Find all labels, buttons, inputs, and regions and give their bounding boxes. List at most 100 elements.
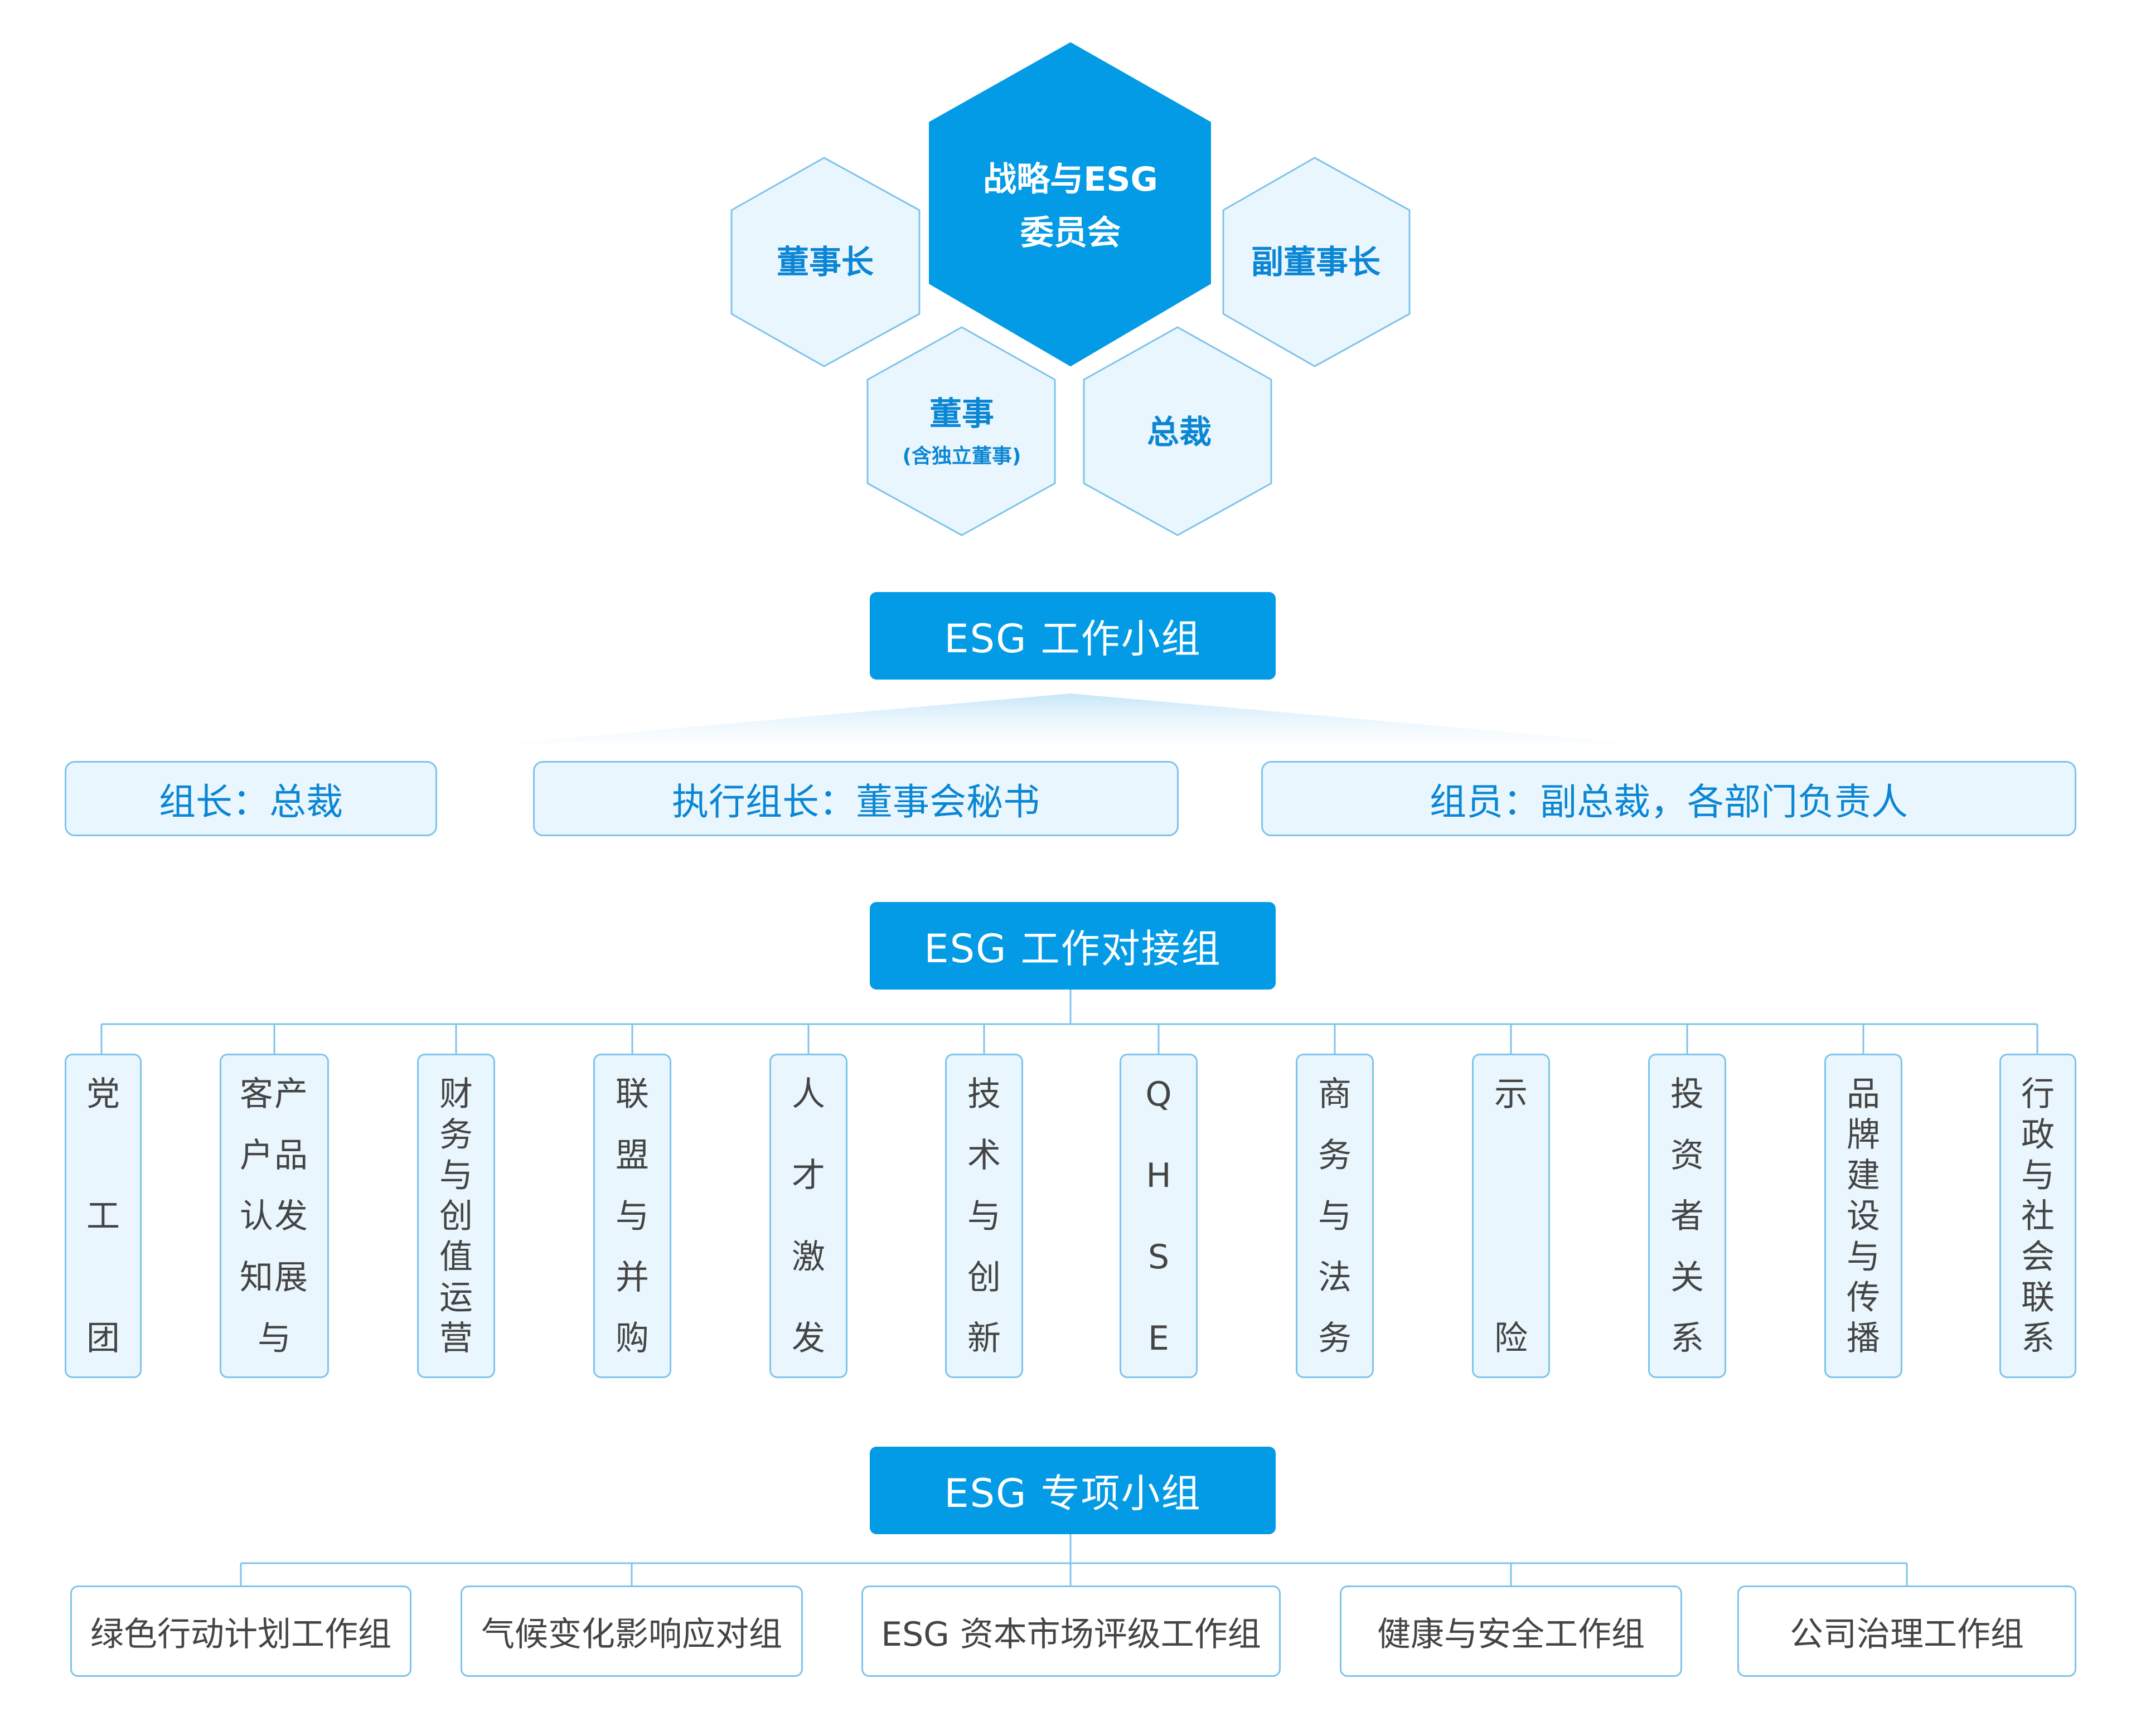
liaison-column-char: 户品 — [240, 1136, 309, 1175]
liaison-column-char: 与 — [616, 1197, 649, 1236]
liaison-column: 示险 — [1472, 1054, 1550, 1378]
liaison-column-char: 政 — [2021, 1116, 2055, 1155]
liaison-column-char: Q — [1145, 1075, 1172, 1114]
liaison-column-char: 值 — [439, 1238, 473, 1277]
liaison-column-char: 新 — [967, 1319, 1001, 1358]
liaison-column-char: 联 — [2021, 1278, 2055, 1317]
liaison-column-char: H — [1146, 1156, 1171, 1195]
hex-vice-chairman-shape — [1222, 157, 1411, 367]
liaison-column-char: 发 — [792, 1319, 825, 1358]
chairman-label: 董事长 — [776, 243, 874, 281]
role-leader: 组长：总裁 — [65, 761, 437, 836]
hex-president-shape — [1083, 326, 1272, 536]
liaison-column-char: 与 — [967, 1197, 1001, 1236]
liaison-column-char: 设 — [1847, 1197, 1880, 1236]
liaison-column-char: 行 — [2021, 1075, 2055, 1114]
liaison-column: 客产户品认发知展与 — [220, 1054, 329, 1378]
role-members: 组员：副总裁，各部门负责人 — [1261, 761, 2076, 836]
liaison-column-char: 务 — [1318, 1319, 1352, 1358]
liaison-column-char: E — [1148, 1319, 1169, 1358]
liaison-column-char: 才 — [792, 1156, 825, 1195]
liaison-column-char: 创 — [439, 1197, 473, 1236]
liaison-column-char: 传 — [1847, 1278, 1880, 1317]
liaison-column-char: 党 — [86, 1075, 120, 1114]
liaison-column: Q H S E — [1120, 1054, 1198, 1378]
liaison-column-char: 资 — [1670, 1136, 1704, 1175]
vice-chairman-hex: 副董事长 — [1227, 223, 1405, 301]
liaison-column-char: 团 — [86, 1319, 120, 1358]
liaison-column-char: 运 — [439, 1278, 473, 1317]
liaison-column-char: 法 — [1318, 1258, 1352, 1297]
role-executive-leader: 执行组长：董事会秘书 — [533, 761, 1179, 836]
liaison-column-char: 认发 — [240, 1197, 309, 1236]
liaison-column-char: 技 — [967, 1075, 1001, 1114]
liaison-column-char: 投 — [1670, 1075, 1704, 1114]
liaison-column-char: 示 — [1494, 1075, 1528, 1114]
special-group-title: ESG 专项小组 — [870, 1447, 1276, 1534]
committee-title-line1: 战略与ESG — [983, 160, 1158, 199]
liaison-column: 商务与法务 — [1296, 1054, 1374, 1378]
director-hex: 董事 (含独立董事) — [873, 390, 1051, 474]
liaison-column-char: 会 — [2021, 1238, 2055, 1277]
liaison-column-char: 购 — [616, 1319, 649, 1358]
special-item-capital-market: ESG 资本市场评级工作组 — [861, 1585, 1281, 1677]
president-label: 总裁 — [1146, 413, 1212, 451]
liaison-column-char: 并 — [616, 1258, 649, 1297]
liaison-column-char: 牌 — [1847, 1116, 1880, 1155]
hex-chairman-shape — [730, 157, 921, 367]
chairman-hex: 董事长 — [736, 223, 914, 301]
liaison-connectors — [100, 990, 2038, 1054]
liaison-column-char: 播 — [1847, 1319, 1880, 1358]
special-item-health-safety: 健康与安全工作组 — [1340, 1585, 1682, 1677]
liaison-column-char: 盟 — [616, 1136, 649, 1175]
president-hex: 总裁 — [1090, 393, 1268, 471]
special-item-governance: 公司治理工作组 — [1737, 1585, 2076, 1677]
special-item-green-action: 绿色行动计划工作组 — [70, 1585, 411, 1677]
liaison-column: 技术与创新 — [945, 1054, 1023, 1378]
liaison-column-char: 品 — [1847, 1075, 1880, 1114]
committee-title-line2: 委员会 — [1020, 214, 1121, 253]
liaison-column-char: 知展 — [240, 1258, 309, 1297]
liaison-column-char: 者 — [1670, 1197, 1704, 1236]
liaison-column-char: 建 — [1847, 1156, 1880, 1195]
liaison-column-char: 创 — [967, 1258, 1001, 1297]
hex-director-shape — [866, 326, 1056, 536]
committee-hex: 战略与ESG 委员会 — [937, 134, 1204, 279]
liaison-column-char: S — [1147, 1238, 1170, 1277]
hex-committee-shape — [929, 42, 1211, 366]
liaison-column: 财务与创值运营 — [417, 1054, 495, 1378]
liaison-column-char: 与 — [439, 1156, 473, 1195]
special-item-climate: 气候变化影响应对组 — [461, 1585, 803, 1677]
liaison-column: 品牌建设与传播 — [1824, 1054, 1902, 1378]
liaison-column-char: 与 — [1318, 1197, 1352, 1236]
liaison-column-char: 系 — [2021, 1319, 2055, 1358]
liaison-column: 行政与社会联系 — [1999, 1054, 2076, 1378]
gradient-fan — [323, 694, 1818, 759]
director-label: 董事 — [929, 394, 994, 433]
liaison-column-char: 客产 — [240, 1075, 309, 1114]
liaison-column-char: 营 — [439, 1319, 473, 1358]
liaison-column-char: 关 — [1670, 1258, 1704, 1297]
liaison-column-char: 务 — [439, 1116, 473, 1155]
liaison-column-char: 险 — [1494, 1319, 1528, 1358]
liaison-column-char: 激 — [792, 1238, 825, 1277]
liaison-column: 人才激发 — [769, 1054, 847, 1378]
liaison-column: 党工团 — [65, 1054, 142, 1378]
liaison-group-title: ESG 工作对接组 — [870, 902, 1276, 990]
liaison-column-char: 术 — [967, 1136, 1001, 1175]
liaison-column-char: 工 — [86, 1197, 120, 1236]
liaison-column-char: 人 — [792, 1075, 825, 1114]
liaison-column-char: 财 — [439, 1075, 473, 1114]
special-connectors — [240, 1534, 1908, 1585]
vice-chairman-label: 副董事长 — [1251, 243, 1380, 281]
liaison-column-char: 与 — [258, 1319, 291, 1358]
hexagon-shapes — [730, 42, 1411, 536]
liaison-column: 联盟与并购 — [593, 1054, 671, 1378]
liaison-column-char: 与 — [1847, 1238, 1880, 1277]
liaison-column-char: 联 — [616, 1075, 649, 1114]
liaison-column-char: 与 — [2021, 1156, 2055, 1195]
liaison-column: 投资者关系 — [1648, 1054, 1726, 1378]
liaison-column-char: 务 — [1318, 1136, 1352, 1175]
